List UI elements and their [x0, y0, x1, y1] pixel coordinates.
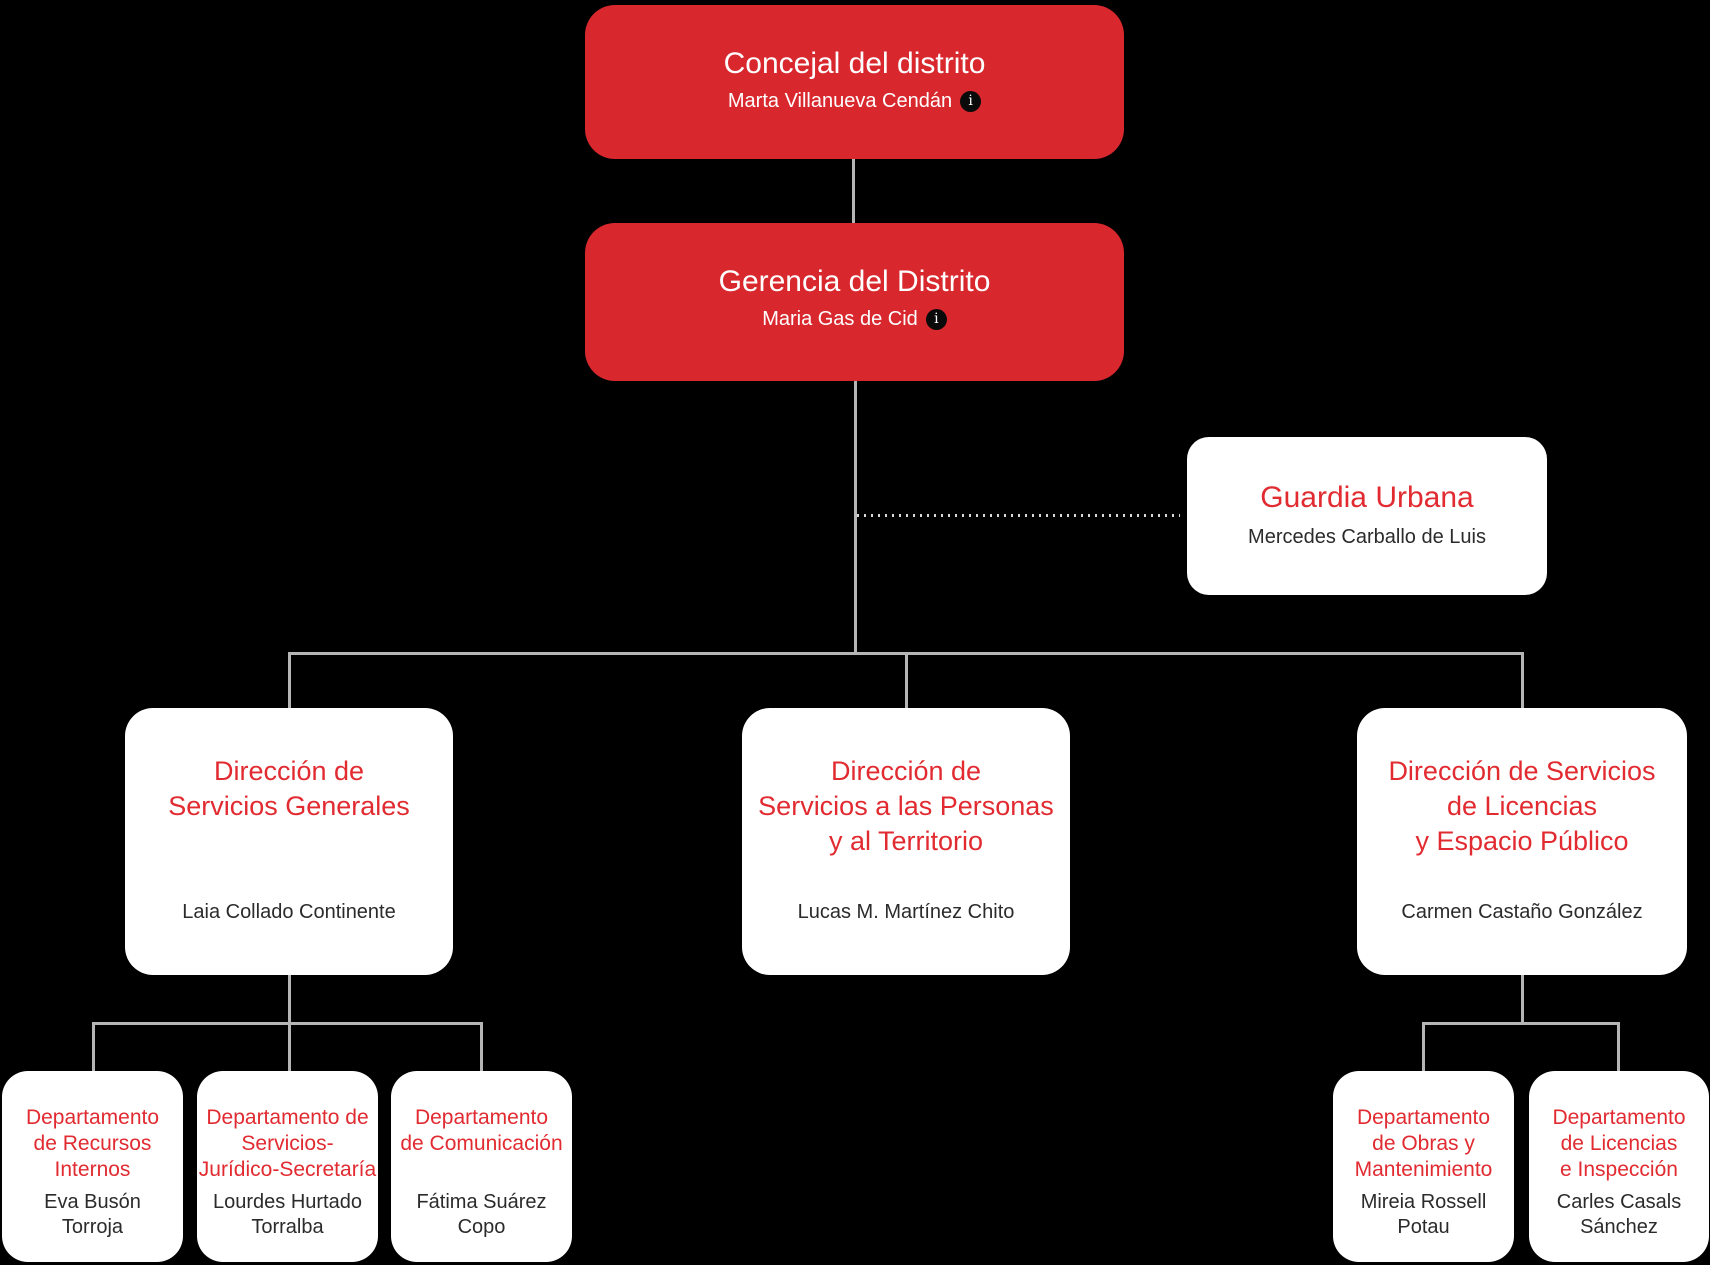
person-name: Mireia Rossell Potau — [1360, 1191, 1487, 1238]
person-name: Marta Villanueva Cendán — [727, 90, 953, 112]
node-person: Marta Villanueva Cendán i — [585, 89, 1124, 113]
person-name: Lourdes Hurtado Torralba — [213, 1191, 362, 1238]
person-name: Eva Busón Torroja — [44, 1191, 141, 1238]
connector-concejal-gerencia — [852, 159, 855, 223]
info-icon[interactable]: i — [925, 308, 947, 330]
node-departamento-obras-mantenimiento[interactable]: Departamento de Obras y Mantenimiento Mi… — [1333, 1071, 1514, 1262]
node-concejal-del-distrito[interactable]: Concejal del distrito Marta Villanueva C… — [585, 5, 1124, 159]
node-guardia-urbana[interactable]: Guardia Urbana Mercedes Carballo de Luis — [1187, 437, 1547, 595]
node-title: Guardia Urbana — [1260, 481, 1474, 514]
node-title: Gerencia del Distrito — [718, 265, 991, 298]
connector-stub-dep-recursos — [92, 1022, 95, 1071]
node-departamento-comunicacion[interactable]: Departamento de Comunicación Fátima Suár… — [391, 1071, 572, 1262]
connector-dir-licencias-subtrunk — [1521, 975, 1524, 1025]
person-name: Carles Casals Sánchez — [1556, 1191, 1682, 1238]
connector-stub-dir-licencias — [1521, 652, 1524, 708]
node-title: Dirección de Servicios Generales — [168, 756, 410, 821]
connector-stub-dep-juridico — [288, 1022, 291, 1071]
node-title: Dirección de Servicios de Licencias y Es… — [1388, 756, 1656, 856]
person-name: Fátima Suárez Copo — [416, 1191, 547, 1238]
connector-stub-dir-personas — [905, 652, 908, 708]
node-person: Maria Gas de Cid i — [585, 307, 1124, 331]
node-direccion-personas-territorio[interactable]: Dirección de Servicios a las Personas y … — [742, 708, 1070, 975]
person-name: Carmen Castaño González — [1401, 901, 1643, 923]
node-direccion-servicios-generales[interactable]: Dirección de Servicios Generales Laia Co… — [125, 708, 453, 975]
node-title: Departamento de Comunicación — [400, 1106, 563, 1155]
node-departamento-licencias-inspeccion[interactable]: Departamento de Licencias e Inspección C… — [1529, 1071, 1709, 1262]
node-title: Departamento de Obras y Mantenimiento — [1354, 1106, 1493, 1181]
connector-dir-generales-subtrunk — [288, 975, 291, 1025]
connector-stub-dep-licencias-inspeccion — [1617, 1022, 1620, 1071]
person-name: Mercedes Carballo de Luis — [1248, 526, 1486, 548]
connector-dotted-guardia — [857, 514, 1180, 517]
node-gerencia-del-distrito[interactable]: Gerencia del Distrito Maria Gas de Cid i — [585, 223, 1124, 381]
info-icon[interactable]: i — [960, 90, 982, 112]
connector-gerencia-trunk — [854, 381, 857, 655]
node-title: Departamento de Licencias e Inspección — [1552, 1106, 1686, 1181]
person-name: Lucas M. Martínez Chito — [797, 901, 1015, 923]
node-direccion-licencias-espacio-publico[interactable]: Dirección de Servicios de Licencias y Es… — [1357, 708, 1687, 975]
person-name: Laia Collado Continente — [182, 901, 396, 923]
node-title: Concejal del distrito — [723, 47, 986, 80]
node-person: Mercedes Carballo de Luis — [1187, 525, 1547, 549]
node-title: Dirección de Servicios a las Personas y … — [758, 756, 1054, 856]
node-title: Departamento de Recursos Internos — [25, 1106, 160, 1181]
connector-stub-dep-obras — [1422, 1022, 1425, 1071]
node-departamento-juridico-secretaria[interactable]: Departamento de Servicios- Jurídico-Secr… — [197, 1071, 378, 1262]
connector-stub-dep-comunicacion — [480, 1022, 483, 1071]
person-name: Maria Gas de Cid — [762, 308, 918, 330]
node-departamento-recursos-internos[interactable]: Departamento de Recursos Internos Eva Bu… — [2, 1071, 183, 1262]
connector-subtrunk-right — [1422, 1022, 1620, 1025]
connector-stub-dir-generales — [288, 652, 291, 708]
node-title: Departamento de Servicios- Jurídico-Secr… — [198, 1106, 377, 1181]
connector-subtrunk-left — [92, 1022, 483, 1025]
